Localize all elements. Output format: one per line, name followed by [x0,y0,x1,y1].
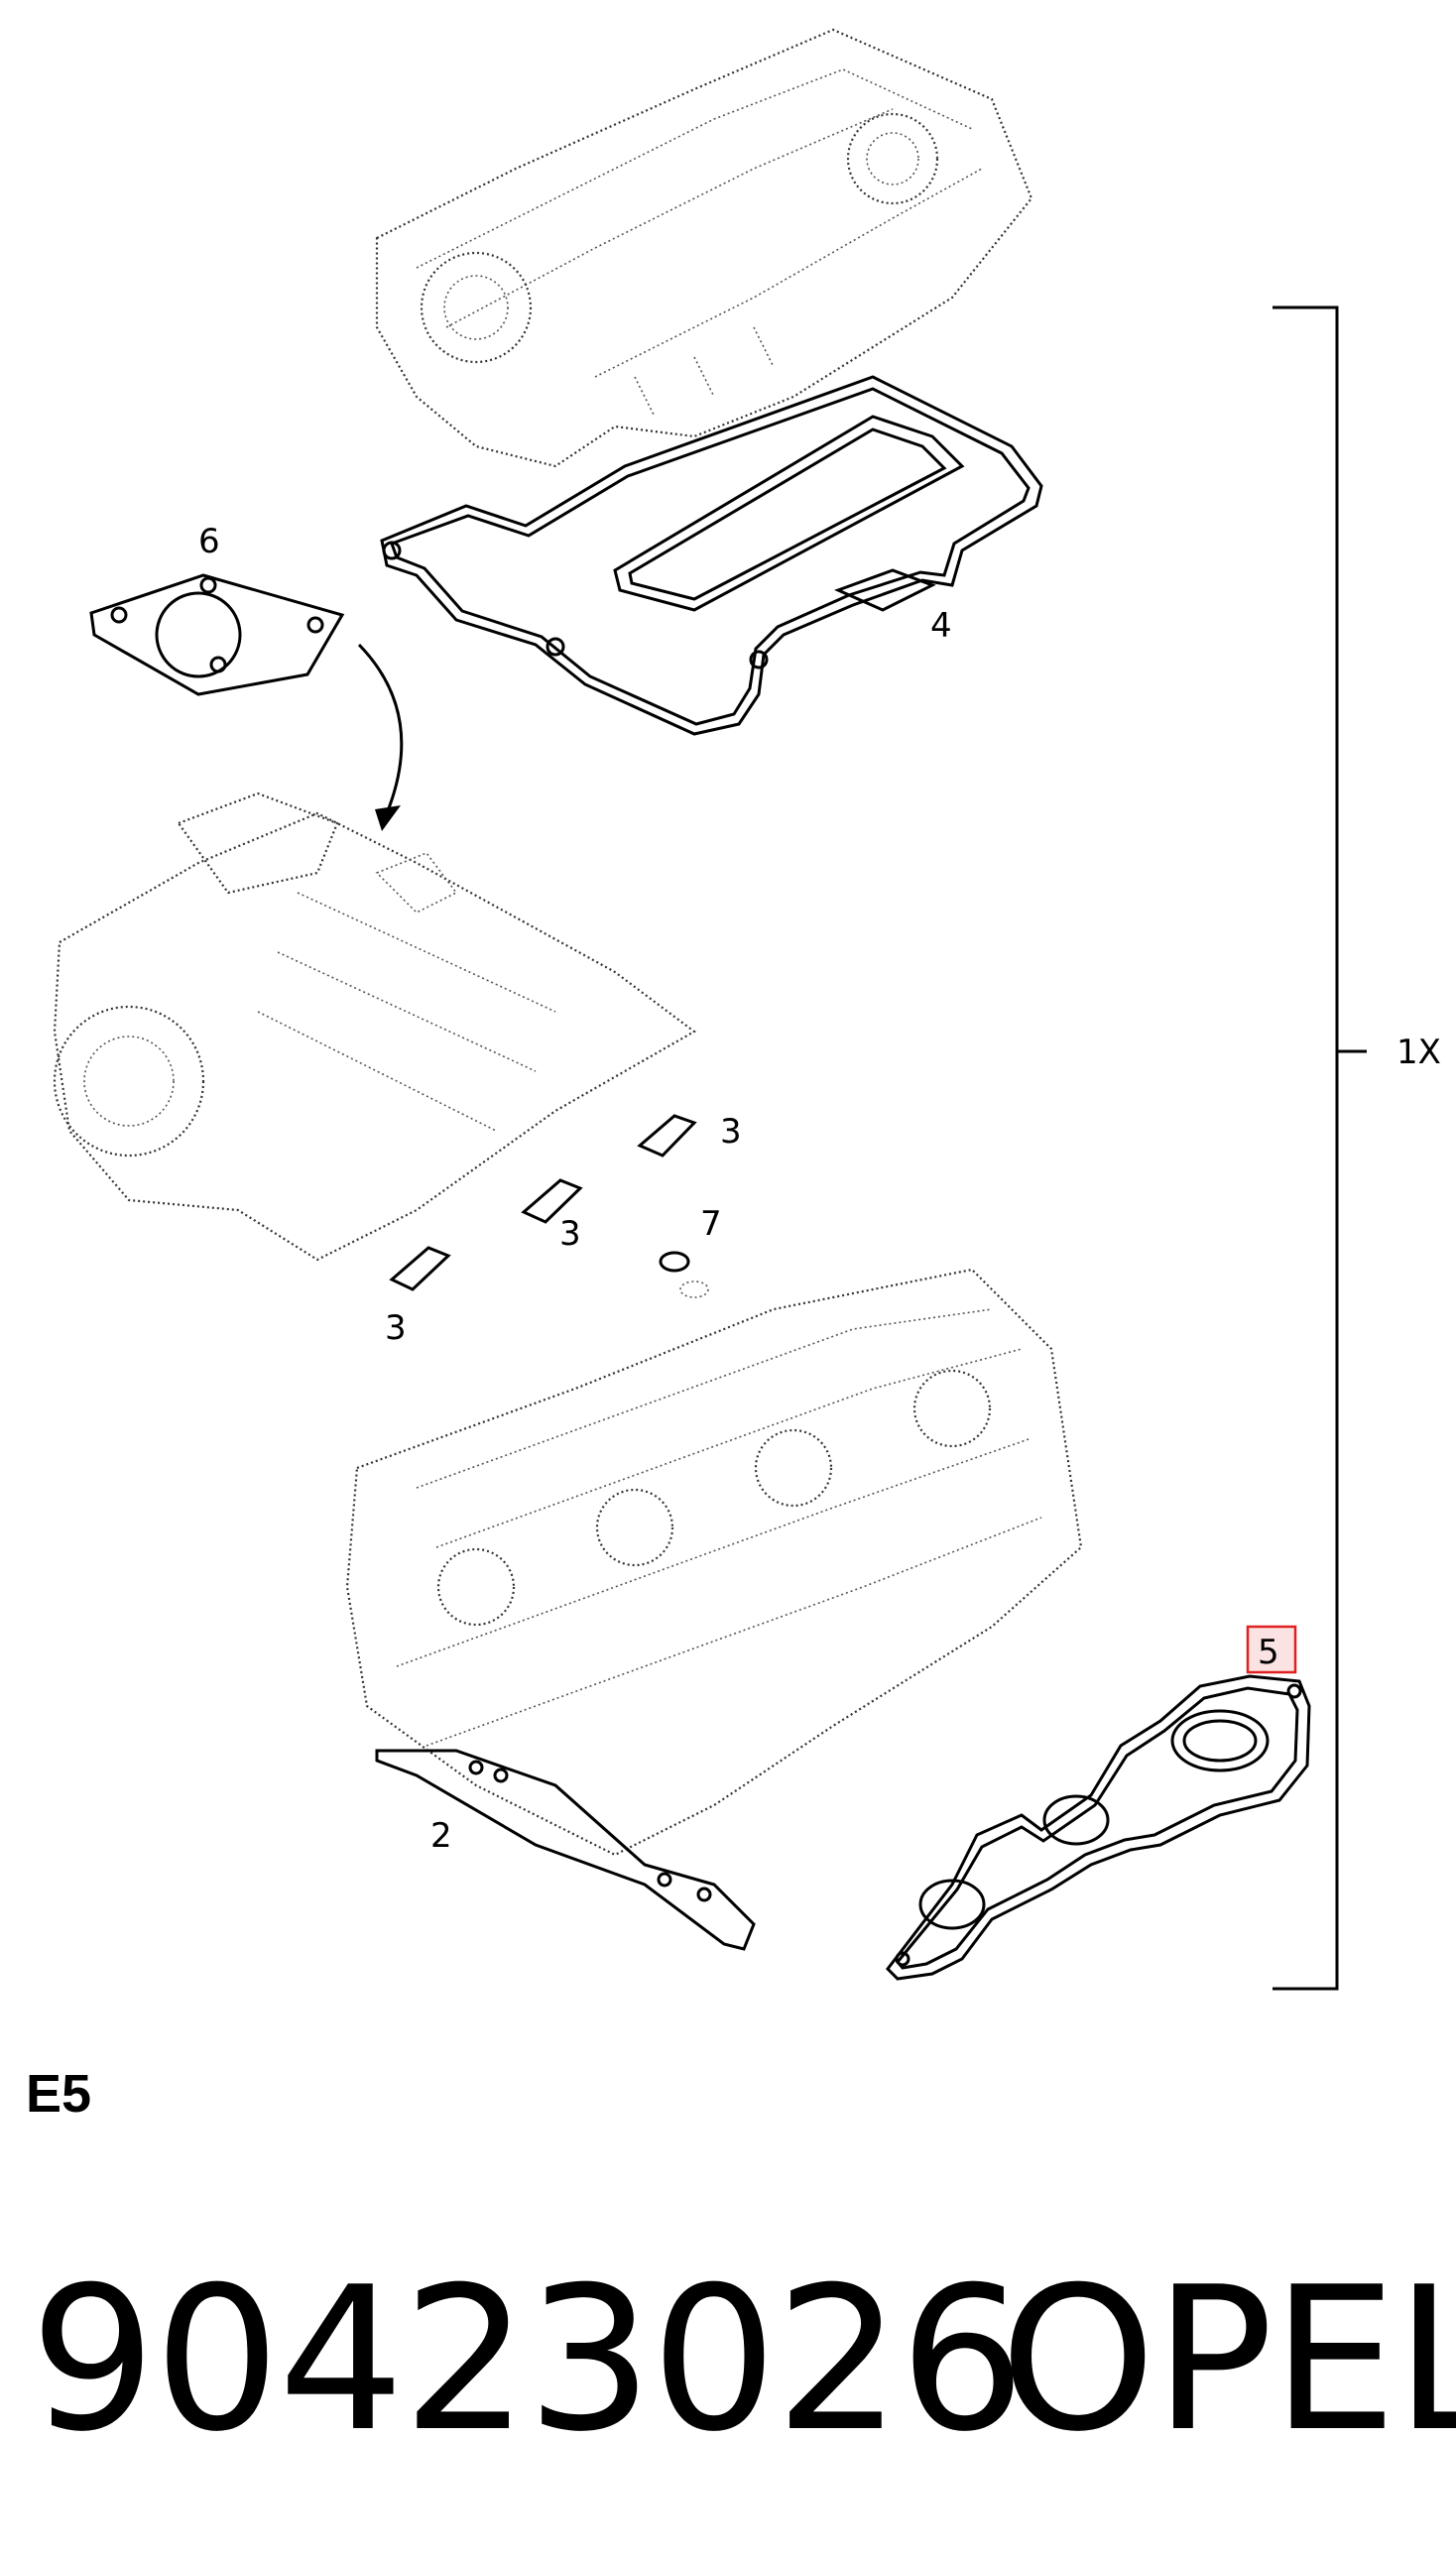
camshaft-cover-outline [375,28,1033,468]
timing-cover-gasket [375,1749,756,1951]
throttle-body-gasket [89,573,345,696]
cylinder-head-outline [345,1268,1083,1857]
quantity-label: 1X [1396,1033,1441,1072]
callout-2: 2 [430,1816,452,1856]
section-code: E5 [26,2064,92,2124]
intake-port-gaskets [389,1114,697,1291]
callout-5-highlight: 5 [1246,1625,1297,1674]
callout-5: 5 [1258,1633,1279,1672]
callout-3-lower: 3 [385,1308,407,1348]
callout-3-upper: 3 [720,1112,742,1152]
brand-name: OPEL [1000,2245,1456,2476]
intake-manifold-outline [53,792,696,1262]
seal-ring [659,1251,709,1298]
part-number: 90423026 [30,2245,1026,2476]
callout-6: 6 [198,522,220,561]
callout-3-middle: 3 [559,1214,581,1254]
cam-cover-gasket [380,375,1043,736]
quantity-bracket: 1X [1273,305,1441,1991]
exhaust-manifold-gasket [886,1674,1311,1981]
callout-4: 4 [930,606,952,646]
install-arrow [357,643,404,831]
callout-7: 7 [700,1204,722,1244]
